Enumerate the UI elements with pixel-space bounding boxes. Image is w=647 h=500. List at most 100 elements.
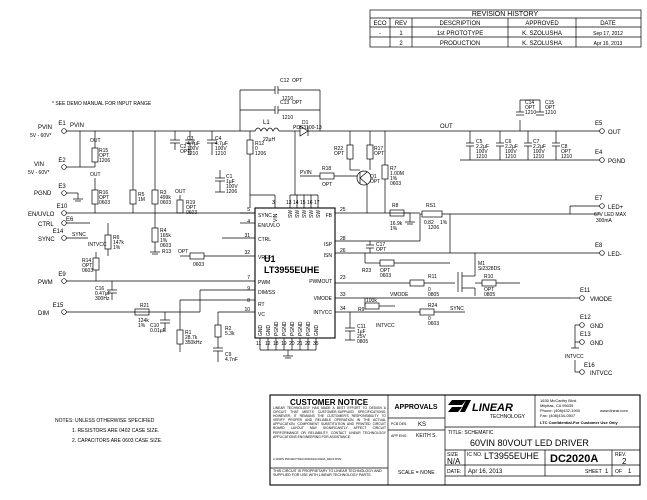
r17-label: R17 <box>374 146 383 152</box>
q1-label: Q1 <box>370 174 377 180</box>
of-value: 1 <box>628 469 632 475</box>
u1-ic-block: U1 LT3955EUHE SYNC 5 EN/UVLO 4 CTRL 31 V… <box>179 194 346 359</box>
r8-tol: 1% <box>390 226 398 232</box>
date-value: Apr 16, 2013 <box>468 469 503 475</box>
pin-sw16-name: SW <box>309 210 315 218</box>
en-uvlo-terminal-label: EN/UVLO <box>28 212 55 218</box>
r7-value: 1.00M <box>390 171 404 177</box>
rev-header-approved: APPROVED <box>525 21 559 27</box>
boost-section: L1 22µH C12 OPT 1210 C13 OPT 1210 D1 PDS… <box>239 78 600 214</box>
r3-label: R3 <box>160 190 167 196</box>
r24-case: 0603 <box>428 321 439 327</box>
r13-value: OPT <box>178 249 188 255</box>
e6-label: E6 <box>66 217 74 223</box>
led-current-label: 300mA <box>596 218 613 224</box>
e12-label: E12 <box>580 315 591 321</box>
pin-intvcc-name: INTVCC <box>313 310 332 316</box>
l1-value: 22µH <box>263 137 275 143</box>
pin-sw15-num: 15 <box>300 200 306 206</box>
c13-case: 1210 <box>282 115 293 121</box>
pin-vin-name: VIN <box>273 213 279 222</box>
c4-voltage: 100V <box>215 146 227 152</box>
bottom-pin-labels: GND 11 GND 12 PGND 18 PGND 19 PGND 20 PG… <box>256 321 320 347</box>
e11-label: E11 <box>580 288 591 294</box>
e14-label: E14 <box>53 229 64 235</box>
c5-case: 1210 <box>476 154 487 160</box>
r4-case: 0603 <box>160 243 171 249</box>
sheet-value: 1 <box>605 469 609 475</box>
c11-value: 1µF <box>357 329 366 335</box>
pin-fb-num: 25 <box>340 207 346 213</box>
demo-manual-note: * SEE DEMO MANUAL FOR INPUT RANGE <box>52 101 152 107</box>
pin-vmode-num: 33 <box>340 292 346 298</box>
c16-label: C16 <box>95 286 104 292</box>
vmode-terminal-label: VMODE <box>590 297 612 303</box>
r14-case: 0603 <box>82 268 93 274</box>
doc-number: DC2020A <box>550 453 598 465</box>
sheet-label: SHEET <box>585 469 602 475</box>
revision-history-table: REVISION HISTORY ECO REV DESCRIPTION APP… <box>369 9 642 48</box>
c6-value: 2.2µF <box>505 144 518 150</box>
company-address1: 1630 McCarthy Blvd. <box>540 398 577 403</box>
d1-part: PDS3100-13 <box>293 125 322 131</box>
pin-vmode-name: VMODE <box>314 296 333 302</box>
pin-dimss-name: DIM/SS <box>258 290 276 296</box>
c17-value: OPT <box>376 247 386 253</box>
c3-label: C3 <box>187 136 194 142</box>
pin-vc-name: VC <box>258 312 265 318</box>
c5-value: 2.2µF <box>476 144 489 150</box>
r4-value: 165k <box>160 233 171 239</box>
rs1-case: 1206 <box>428 225 439 231</box>
u1-ref: U1 <box>264 254 276 264</box>
logo-technology: TECHNOLOGY <box>490 414 526 420</box>
dim-terminal-label: DIM <box>38 311 49 317</box>
rev-row1-description: 1st PROTOTYPE <box>437 31 484 37</box>
pin-pgnd18-name: PGND <box>274 321 280 336</box>
pin-vref-num: 32 <box>244 250 250 256</box>
e2-label: E2 <box>58 158 66 164</box>
output-caps: C14 OPT 1210 C15 OPT 1210 C5 2.2µF 100V … <box>460 99 572 161</box>
c9-label: C9 <box>225 352 232 358</box>
r22-label: R22 <box>334 146 343 152</box>
r21-tol: 1% <box>138 323 146 329</box>
r15-value: OPT <box>99 153 109 159</box>
r21-value: 124k <box>138 318 149 324</box>
pin-pwm-name: PWM <box>258 280 270 286</box>
pin-pwmout-name: PWMOUT <box>309 279 332 285</box>
pin-pwmout-num: 23 <box>340 275 346 281</box>
pin-pgnd22-name: PGND <box>306 321 312 336</box>
rev-header-rev: REV <box>395 21 407 27</box>
of-label: OF <box>615 469 622 475</box>
c8-value: OPT <box>561 149 571 155</box>
scale-label: SCALE = NONE <box>398 470 435 476</box>
r19-value: OPT <box>186 205 196 211</box>
r18-value: OPT <box>322 182 332 188</box>
rev-value: 2 <box>622 457 627 466</box>
output-terminals: E5 OUT E4 PGND E7 LED+ 67V LED MAX 300mA… <box>565 121 627 377</box>
r13-case: 0603 <box>193 262 204 268</box>
pcb-des-value: KS <box>418 422 426 428</box>
e3-label: E3 <box>58 184 66 190</box>
e15-label: E15 <box>53 303 64 309</box>
c11-voltage: 25V <box>357 334 367 340</box>
vin-terminal-label: VIN <box>34 162 44 168</box>
e7-label: E7 <box>595 196 603 202</box>
e1-label: E1 <box>58 121 66 127</box>
company-web: www.linear.com <box>600 408 628 413</box>
size-value: N/A <box>447 457 461 466</box>
pin-ctrl-num: 31 <box>244 233 250 239</box>
c1-voltage: 100V <box>226 184 238 190</box>
r24-label: R24 <box>428 303 437 309</box>
r9-label: R9 <box>358 307 365 313</box>
out-label-r15: OUT <box>90 138 101 144</box>
c6-voltage: 100V <box>505 149 517 155</box>
customer-notice-title: CUSTOMER NOTICE <box>290 398 369 407</box>
out-net-label: OUT <box>440 124 453 130</box>
intvcc-net-label: INTVCC <box>376 323 395 329</box>
title-label: TITLE: SCHEMATIC <box>448 430 494 436</box>
r10-label: R10 <box>484 274 493 280</box>
notes-header: NOTES: UNLESS OTHERWISE SPECIFIED <box>55 418 155 424</box>
company-confidential: LTC Confidential-For Customer Use Only <box>540 420 618 425</box>
company-fax: Fax: (408)434-0507 <box>540 413 576 418</box>
customer-notice-body: LINEAR TECHNOLOGY HAS MADE A BEST EFFORT… <box>273 406 386 439</box>
